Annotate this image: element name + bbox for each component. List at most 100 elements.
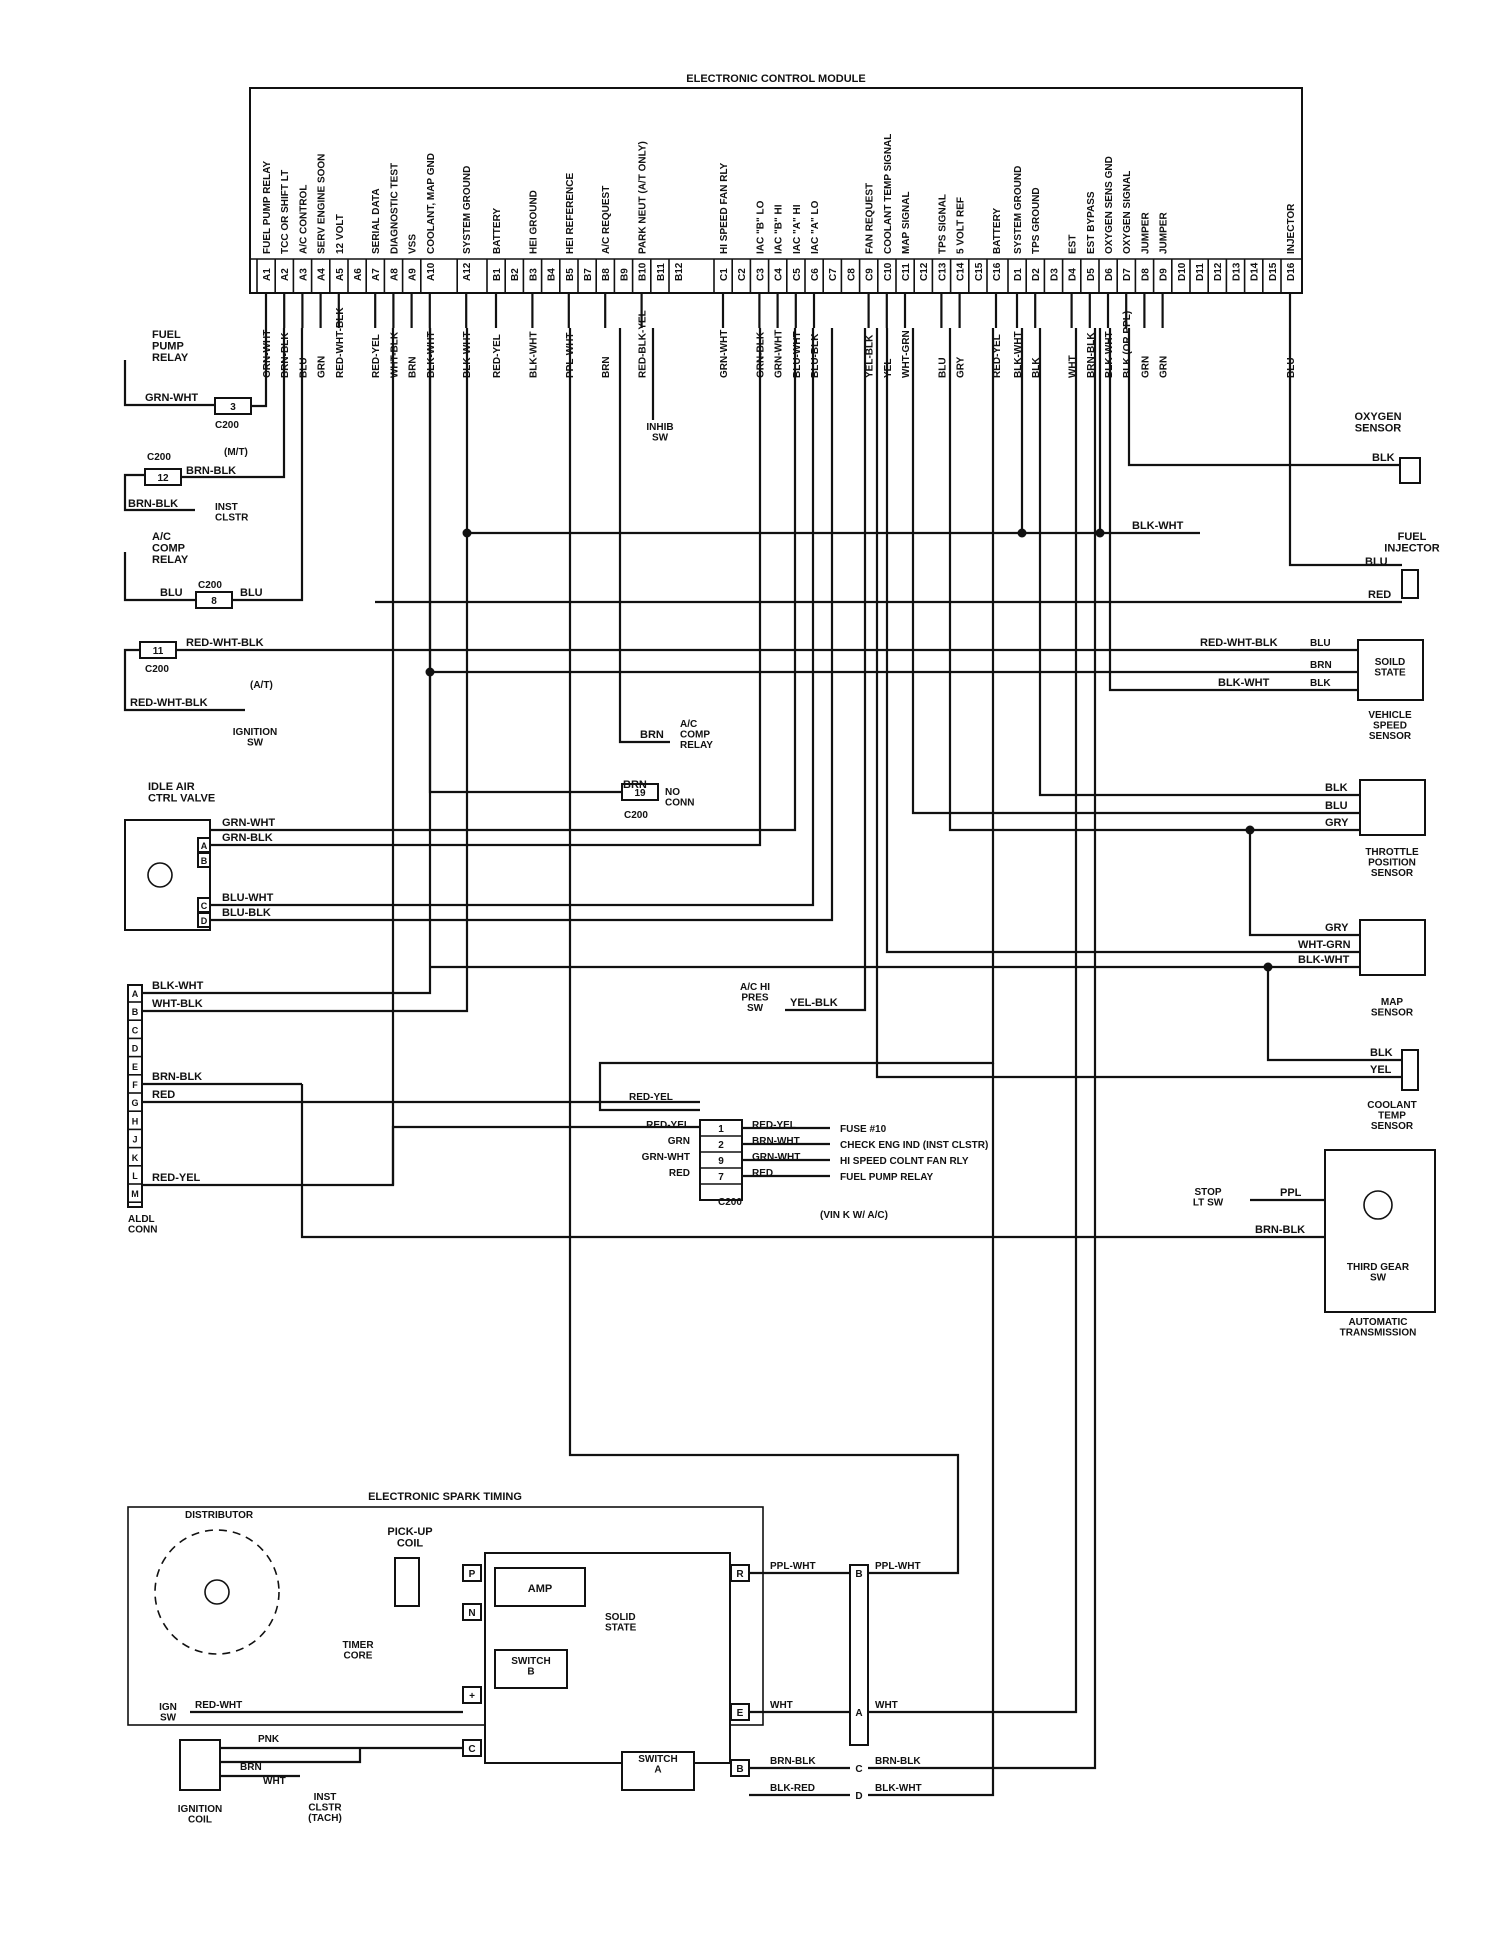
- label-line: A4: [317, 268, 328, 281]
- ecm-pin-A2: A2: [280, 268, 291, 281]
- label: E: [132, 1062, 138, 1072]
- label: K: [132, 1153, 139, 1163]
- label-line: BLK: [1310, 678, 1331, 689]
- label-line: A12: [462, 262, 473, 281]
- iac-pin: [197, 852, 211, 868]
- label-line: TCC OR SHIFT LT: [280, 170, 291, 254]
- label: C200: [145, 664, 169, 675]
- label-line: GRN: [1140, 356, 1151, 378]
- label-line: CHECK ENG IND (INST CLSTR): [840, 1140, 988, 1151]
- label: RED-WHT-BLK: [1200, 637, 1278, 649]
- label: RED: [152, 1089, 175, 1101]
- label: 9: [718, 1156, 724, 1167]
- label-line: BRN-BLK: [1255, 1224, 1305, 1236]
- label-line: M: [131, 1189, 139, 1199]
- ecm-wire-color: YEL-BLK: [865, 334, 876, 378]
- label-line: BRN-BLK: [770, 1756, 816, 1767]
- wire-c13-tps-signal: [911, 328, 1360, 815]
- label-line: D1: [1013, 268, 1024, 281]
- label-line: 12: [157, 473, 169, 484]
- ecm-pin-label: IAC "A" HI: [792, 204, 803, 254]
- label-line: INJECTOR: [1384, 543, 1439, 555]
- wire-a2-brn-blk-third-gear: [300, 1084, 1325, 1239]
- label-line: C13: [937, 262, 948, 281]
- label-line: NO: [665, 787, 680, 798]
- ecm-wire-color: BLK-WHT: [426, 331, 437, 378]
- label-line: K: [132, 1153, 139, 1163]
- wire-c14-5v-ref: [948, 328, 1360, 832]
- label-line: A8: [389, 268, 400, 281]
- label-line: 2: [718, 1140, 724, 1151]
- ecm-wire-color: GRN: [1140, 356, 1151, 378]
- ecm-wire-color: BRN-BLK: [280, 332, 291, 378]
- label-line: C2: [737, 268, 748, 281]
- label: 12: [157, 473, 169, 484]
- label-line: RED: [152, 1089, 175, 1101]
- label-line: SYSTEM GROUND: [462, 166, 473, 254]
- label-line: BLU: [240, 587, 263, 599]
- label-line: IGN: [159, 1702, 177, 1713]
- ecm-wire-color: BLU: [298, 357, 309, 378]
- ecm-wire-color: BLK (OR PPL): [1122, 311, 1133, 378]
- label-line: GRN-WHT: [145, 392, 198, 404]
- label-line: VSS: [408, 234, 419, 254]
- label: 19: [634, 788, 646, 799]
- label-line: AMP: [528, 1583, 552, 1595]
- vss-box: [1357, 639, 1424, 701]
- label-line: GRN-BLK: [755, 331, 766, 378]
- label-line: HI SPEED FAN RLY: [719, 162, 730, 254]
- ecm-pin-D13: D13: [1231, 262, 1242, 281]
- label-line: PPL-WHT: [770, 1561, 816, 1572]
- label-line: BLK: [1372, 452, 1395, 464]
- ecm-wire-color: BRN: [408, 356, 419, 378]
- label-line: STATE: [605, 1623, 637, 1634]
- label-line: PPL-WHT: [565, 332, 576, 378]
- label-line: BLU: [298, 357, 309, 378]
- hei-pin-left: [462, 1739, 482, 1757]
- ecm-pin-A10: A10: [426, 262, 437, 281]
- label: BLU-WHT: [222, 892, 274, 904]
- label: BLU: [160, 587, 183, 599]
- label-line: C10: [883, 262, 894, 281]
- ignition-coil-box: [179, 1739, 221, 1791]
- est-outer-box: [127, 1506, 764, 1726]
- ecm-pin-label: VSS: [408, 234, 419, 254]
- label-line: COOLANT, MAP GND: [426, 153, 437, 254]
- label: PNK: [258, 1734, 280, 1745]
- label: 7: [718, 1172, 724, 1183]
- wire-b8-ac-comp: [618, 328, 670, 744]
- wire-c10-coolant: [875, 328, 1402, 1079]
- label-line: A10: [426, 262, 437, 281]
- label-line: WHT: [770, 1700, 793, 1711]
- ecm-pin-C11: C11: [901, 263, 912, 281]
- ecm-pin-D8: D8: [1140, 268, 1151, 281]
- label-line: BLK-WHT: [462, 331, 473, 378]
- label: C: [468, 1744, 475, 1755]
- label: BLK-WHT: [875, 1783, 922, 1794]
- ecm-wire-color: PPL-WHT: [565, 332, 576, 378]
- label-line: 1: [718, 1124, 724, 1135]
- ecm-wire-color: RED-YEL: [371, 334, 382, 378]
- hei-pin-right: [730, 1703, 750, 1721]
- ecm-pin-B8: B8: [601, 268, 612, 281]
- ecm-pin-C9: C9: [865, 268, 876, 281]
- label-line: RED-WHT-BLK: [130, 697, 208, 709]
- label-line: BLU: [1286, 357, 1297, 378]
- ecm-pin-label: SERV ENGINE SOON: [317, 154, 328, 254]
- label-line: CORE: [344, 1651, 373, 1662]
- label-line: C: [855, 1764, 862, 1775]
- label-line: BRN: [240, 1762, 262, 1773]
- label-line: ALDL: [128, 1214, 155, 1225]
- label-line: BLK-RED: [770, 1783, 815, 1794]
- label-line: SYSTEM GROUND: [1013, 166, 1024, 254]
- label-line: IAC "B" LO: [755, 200, 766, 254]
- ecm-pin-B9: B9: [619, 268, 630, 281]
- label-line: BRN: [601, 356, 612, 378]
- ecm-pin-C6: C6: [810, 268, 821, 281]
